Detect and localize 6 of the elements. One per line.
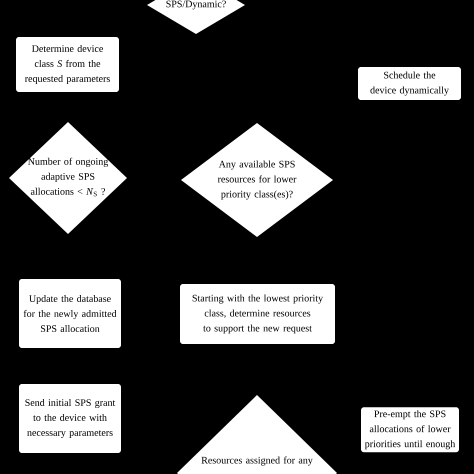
process-box: Send initial SPS grant to the device with necessary parameters xyxy=(19,384,121,453)
process-box: Update the database for the newly admitted SPS allocation xyxy=(19,279,121,348)
process-box: Pre-empt the SPS allocations of lower priorities until enough xyxy=(361,407,459,452)
process-box: Determine device class S from the requested parameters xyxy=(16,37,119,92)
process-box: Starting with the lowest priority class, determine resources to support the new request xyxy=(180,284,335,344)
process-box: Schedule the device dynamically xyxy=(358,67,461,100)
